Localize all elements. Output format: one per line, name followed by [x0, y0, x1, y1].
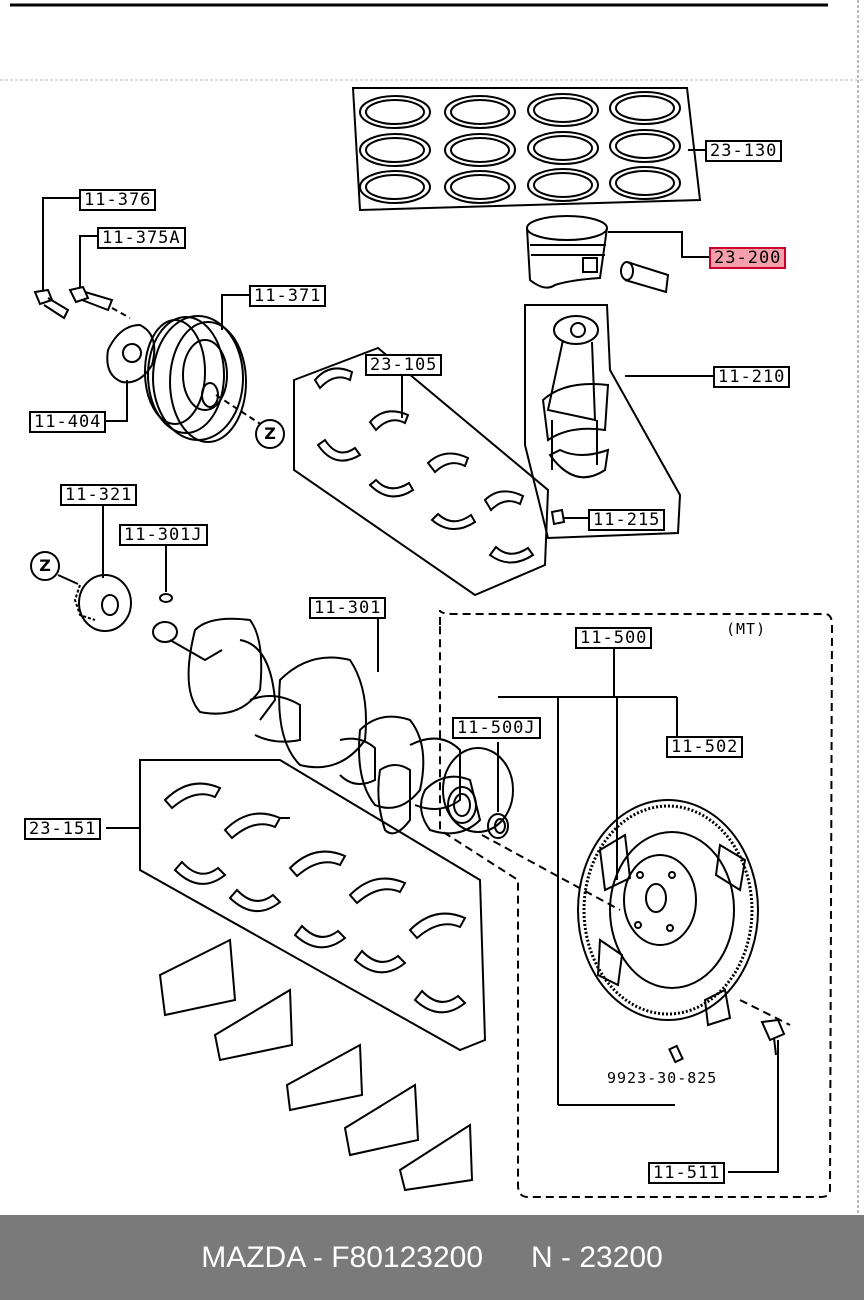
label-flywheel-set[interactable]: 11-500	[575, 627, 653, 649]
label-sprocket[interactable]: 11-321	[60, 484, 138, 506]
conrod-box	[524, 304, 682, 540]
label-pulley[interactable]: 11-371	[249, 285, 327, 307]
label-flywheel-bolt[interactable]: 11-511	[648, 1162, 726, 1184]
footer-part-number: MAZDA - F80123200	[201, 1240, 484, 1274]
bearing-box-lower	[139, 759, 487, 1052]
label-key[interactable]: 11-301J	[119, 524, 208, 546]
timing-sprocket	[73, 574, 132, 632]
flywheel-bolt	[760, 1018, 786, 1056]
main-bearings-lower	[158, 782, 474, 1192]
label-mt: (MT)	[726, 620, 767, 638]
key	[159, 593, 173, 603]
label-conrod-nut[interactable]: 11-215	[588, 509, 666, 531]
piston-rings	[359, 91, 681, 204]
washer-plate	[106, 323, 156, 384]
label-conrod[interactable]: 11-210	[713, 366, 791, 388]
label-dowel[interactable]: 9923-30-825	[607, 1069, 718, 1087]
label-flywheel[interactable]: 11-502	[666, 736, 744, 758]
flywheel	[577, 799, 759, 1027]
footer-ref-number: N - 23200	[531, 1240, 663, 1274]
bearing-box-upper	[293, 346, 550, 597]
crank-pulley	[144, 315, 247, 443]
pilot-bearing	[487, 813, 509, 839]
label-flywheel-pin[interactable]: 11-500J	[452, 717, 541, 739]
label-piston[interactable]: 23-200	[709, 247, 787, 269]
connecting-rod	[541, 315, 610, 526]
mt-region	[439, 609, 834, 1198]
label-bolt-11-375a[interactable]: 11-375A	[97, 227, 186, 249]
z-marker-pulley: Z	[255, 419, 285, 449]
dowel-pin	[668, 1044, 684, 1064]
label-crankshaft[interactable]: 11-301	[309, 597, 387, 619]
rings-box	[351, 87, 702, 212]
label-rings[interactable]: 23-130	[705, 140, 783, 162]
footer-bar: MAZDA - F80123200 N - 23200	[0, 1215, 864, 1300]
z-marker-sprocket: Z	[30, 551, 60, 581]
bolt-11-375A	[68, 285, 114, 312]
label-main-bearing-upper[interactable]: 23-105	[365, 354, 443, 376]
label-main-bearings[interactable]: 23-151	[24, 818, 102, 840]
parts-diagram	[0, 0, 864, 1215]
piston	[526, 215, 608, 289]
bolt-11-376	[33, 288, 70, 320]
piston-pin	[620, 261, 670, 294]
label-bolt-11-376[interactable]: 11-376	[79, 189, 157, 211]
bearing-shells-upper	[313, 367, 535, 564]
label-washer[interactable]: 11-404	[29, 411, 107, 433]
